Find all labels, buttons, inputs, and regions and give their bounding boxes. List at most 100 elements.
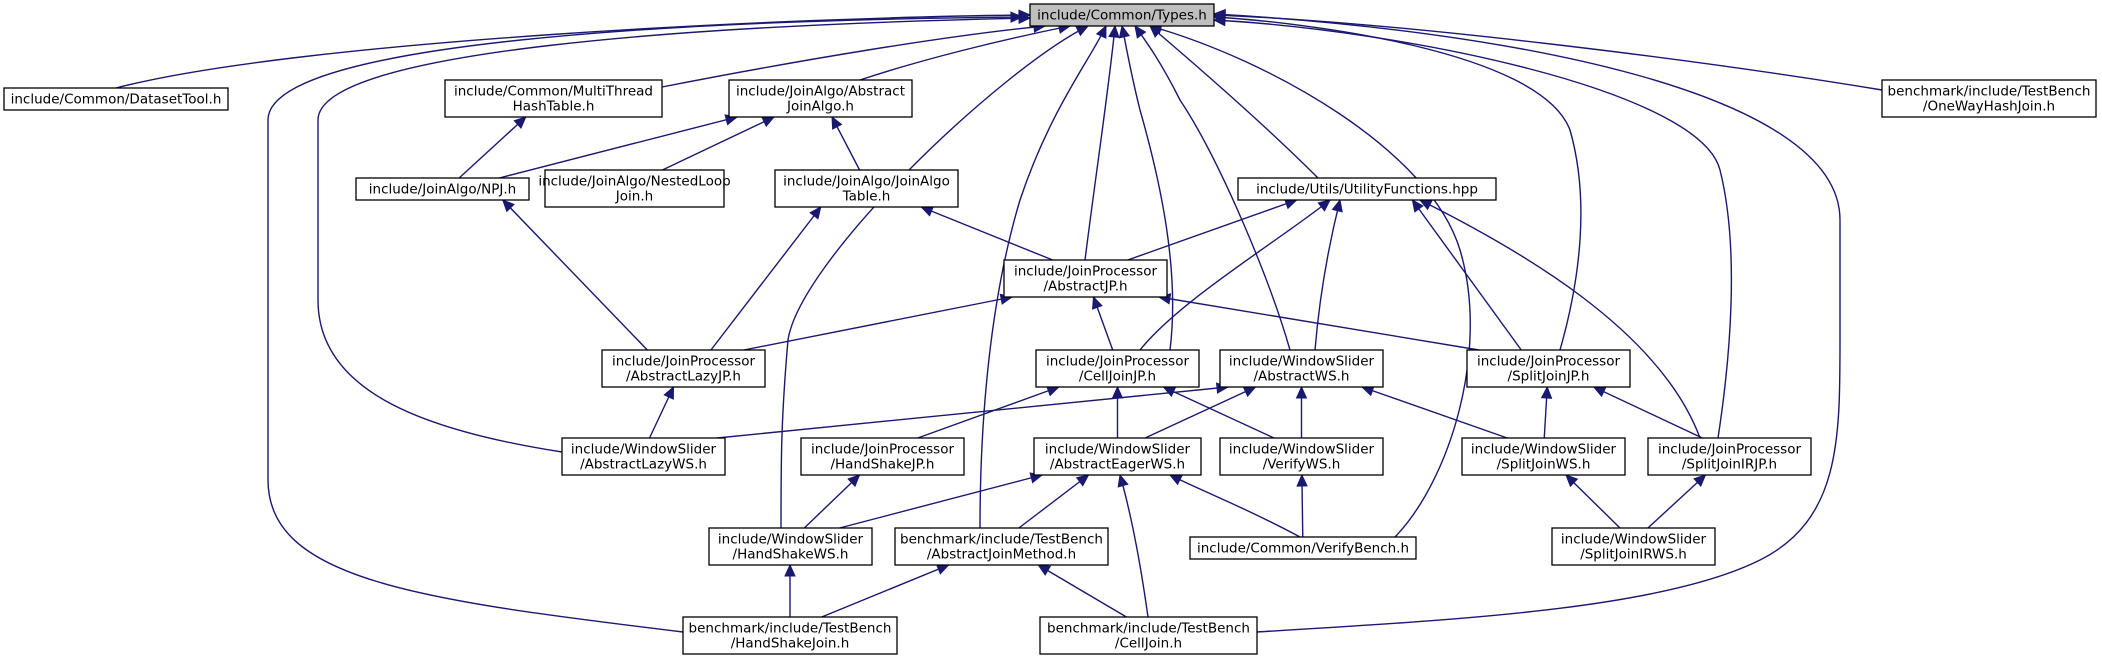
edge-handshakews-to-types [780, 25, 1089, 529]
node-verifybench[interactable]: include/Common/VerifyBench.h [1189, 536, 1417, 560]
edge-splitjoinjp-to-abstractjp [1158, 296, 1480, 351]
node-box-handshakejoin [682, 616, 898, 655]
edge-arrowhead-splitjoinirjp>splitjoinjp [1592, 386, 1607, 398]
edge-celljoin-to-absjoinmethod [1037, 564, 1127, 618]
node-npj[interactable]: include/JoinAlgo/NPJ.h [355, 177, 530, 201]
node-box-verifyws [1219, 437, 1384, 476]
node-label-abstractlazyws-line-0: include/WindowSlider [571, 442, 717, 458]
edge-onewayhash-to-types [1213, 14, 1883, 91]
edge-arrowhead-splitjoinirws>splitjoinirjp [1693, 474, 1707, 488]
node-abstractws[interactable]: include/WindowSlider/AbstractWS.h [1219, 349, 1384, 388]
node-box-datasettool [3, 87, 229, 111]
edge-abstractlazyjp-to-joinalgotable [710, 206, 822, 351]
node-celljoinjp[interactable]: include/JoinProcessor/CellJoinJP.h [1035, 349, 1200, 388]
edge-nestedloop-to-absjoinalgo [662, 116, 775, 171]
edge-datasettool-to-types [115, 14, 1031, 89]
node-celljoin[interactable]: benchmark/include/TestBench/CellJoin.h [1039, 616, 1258, 655]
edge-arrowhead-nestedloop>absjoinalgo [761, 116, 776, 128]
edge-absjoinmethod-to-types [979, 25, 1107, 529]
node-label-verifyws-line-0: include/WindowSlider [1229, 442, 1375, 458]
node-label-handshakews-line-0: include/WindowSlider [718, 532, 864, 548]
node-label-handshakews-line-1: /HandShakeWS.h [733, 547, 849, 563]
edges-layer [115, 8, 1883, 633]
node-box-splitjoinjp [1466, 349, 1631, 388]
edge-abstractjp-to-utility [1127, 199, 1297, 261]
node-box-abstractlazyjp [601, 349, 766, 388]
node-label-absjoinalgo-line-0: include/JoinAlgo/Abstract [736, 84, 905, 100]
node-box-mthash [444, 79, 663, 118]
node-abstracteagerws[interactable]: include/WindowSlider/AbstractEagerWS.h [1033, 437, 1202, 476]
node-box-splitjoinirws [1551, 527, 1716, 566]
node-datasettool[interactable]: include/Common/DatasetTool.h [3, 87, 229, 111]
edge-arrowhead-handshakews>handshakejp [847, 474, 861, 488]
node-handshakejoin[interactable]: benchmark/include/TestBench/HandShakeJoi… [682, 616, 898, 655]
node-absjoinmethod[interactable]: benchmark/include/TestBench/AbstractJoin… [894, 527, 1109, 566]
node-abstractlazyws[interactable]: include/WindowSlider/AbstractLazyWS.h [561, 437, 726, 476]
edge-celljoin-to-abstracteagerws [1119, 474, 1149, 618]
edge-arrowhead-celljoin>absjoinmethod [1037, 564, 1052, 576]
edge-arrowhead-abstracteagerws>abstractws [1242, 386, 1257, 398]
node-splitjoinirjp[interactable]: include/JoinProcessor/SplitJoinIRJP.h [1647, 437, 1812, 476]
node-splitjoinjp[interactable]: include/JoinProcessor/SplitJoinJP.h [1466, 349, 1631, 388]
node-splitjoinirws[interactable]: include/WindowSlider/SplitJoinIRWS.h [1551, 527, 1716, 566]
node-box-verifybench [1189, 536, 1417, 560]
node-label-abstracteagerws-line-1: /AbstractEagerWS.h [1050, 457, 1185, 473]
node-label-utility-line-0: include/Utils/UtilityFunctions.hpp [1256, 182, 1478, 198]
node-label-handshakejp-line-0: include/JoinProcessor [811, 442, 954, 458]
node-splitjoinws[interactable]: include/WindowSlider/SplitJoinWS.h [1461, 437, 1626, 476]
node-box-splitjoinws [1461, 437, 1626, 476]
node-label-absjoinmethod-line-1: /AbstractJoinMethod.h [927, 547, 1076, 563]
node-handshakejp[interactable]: include/JoinProcessor/HandShakeJP.h [800, 437, 965, 476]
edge-handshakejoin-to-types [267, 16, 1023, 633]
edge-abstractlazyjp-to-abstractjp [743, 296, 1013, 351]
node-box-abstracteagerws [1033, 437, 1202, 476]
edge-npj-to-absjoinalgo [499, 116, 738, 179]
node-label-onewayhash-line-0: benchmark/include/TestBench [1888, 84, 2091, 100]
edge-arrowhead-celljoin>types [1212, 8, 1226, 21]
node-box-handshakews [708, 527, 873, 566]
node-label-abstracteagerws-line-0: include/WindowSlider [1045, 442, 1191, 458]
node-label-splitjoinirjp-line-1: /SplitJoinIRJP.h [1682, 457, 1777, 473]
node-box-npj [355, 177, 530, 201]
edge-splitjoinjp-to-types [1213, 16, 1582, 351]
node-onewayhash[interactable]: benchmark/include/TestBench/OneWayHashJo… [1881, 79, 2097, 118]
edge-arrowhead-handshakejoin>absjoinmethod [935, 564, 950, 575]
edge-arrowhead-splitjoinirjp>utility [1418, 199, 1433, 211]
node-label-abstractlazyws-line-1: /AbstractLazyWS.h [580, 457, 707, 473]
node-box-splitjoinirjp [1647, 437, 1812, 476]
edge-splitjoinirjp-to-splitjoinjp [1593, 386, 1703, 439]
edge-splitjoinjp-to-utility [1411, 199, 1522, 351]
edge-splitjoinirws-to-splitjoinirjp [1647, 474, 1706, 529]
node-abstractlazyjp[interactable]: include/JoinProcessor/AbstractLazyJP.h [601, 349, 766, 388]
node-box-types [1029, 3, 1215, 27]
node-label-verifyws-line-1: /VerifyWS.h [1263, 457, 1341, 473]
edge-arrowhead-handshakews>types [1075, 25, 1090, 37]
node-label-nestedloop-line-1: Join.h [615, 189, 653, 205]
node-label-verifybench-line-0: include/Common/VerifyBench.h [1197, 541, 1409, 557]
edge-handshakejp-to-celljoinjp [917, 386, 1059, 439]
node-handshakews[interactable]: include/WindowSlider/HandShakeWS.h [708, 527, 873, 566]
edge-splitjoinirws-to-splitjoinws [1565, 474, 1621, 529]
edge-arrowhead-abstractlazyws>abstractlazyjp [663, 385, 675, 400]
node-box-onewayhash [1881, 79, 2097, 118]
node-box-abstractlazyws [561, 437, 726, 476]
edge-arrowhead-verifybench>abstracteagerws [1168, 474, 1183, 486]
node-label-abstractlazyjp-line-0: include/JoinProcessor [612, 354, 755, 370]
edge-arrowhead-npj>mthash [513, 116, 527, 130]
node-label-npj-line-0: include/JoinAlgo/NPJ.h [369, 182, 516, 198]
node-types[interactable]: include/Common/Types.h [1029, 3, 1215, 27]
node-verifyws[interactable]: include/WindowSlider/VerifyWS.h [1219, 437, 1384, 476]
node-abstractjp[interactable]: include/JoinProcessor/AbstractJP.h [1003, 259, 1168, 298]
edge-verifybench-to-abstracteagerws [1169, 474, 1301, 538]
node-label-handshakejoin-line-1: /HandShakeJoin.h [731, 636, 850, 652]
node-label-splitjoinjp-line-0: include/JoinProcessor [1477, 354, 1620, 370]
node-utility[interactable]: include/Utils/UtilityFunctions.hpp [1237, 177, 1497, 201]
node-box-absjoinalgo [728, 79, 913, 118]
node-label-joinalgotable-line-0: include/JoinAlgo/JoinAlgo [783, 174, 950, 190]
edge-arrowhead-absjoinmethod>types [1095, 24, 1107, 39]
node-box-handshakejp [800, 437, 965, 476]
